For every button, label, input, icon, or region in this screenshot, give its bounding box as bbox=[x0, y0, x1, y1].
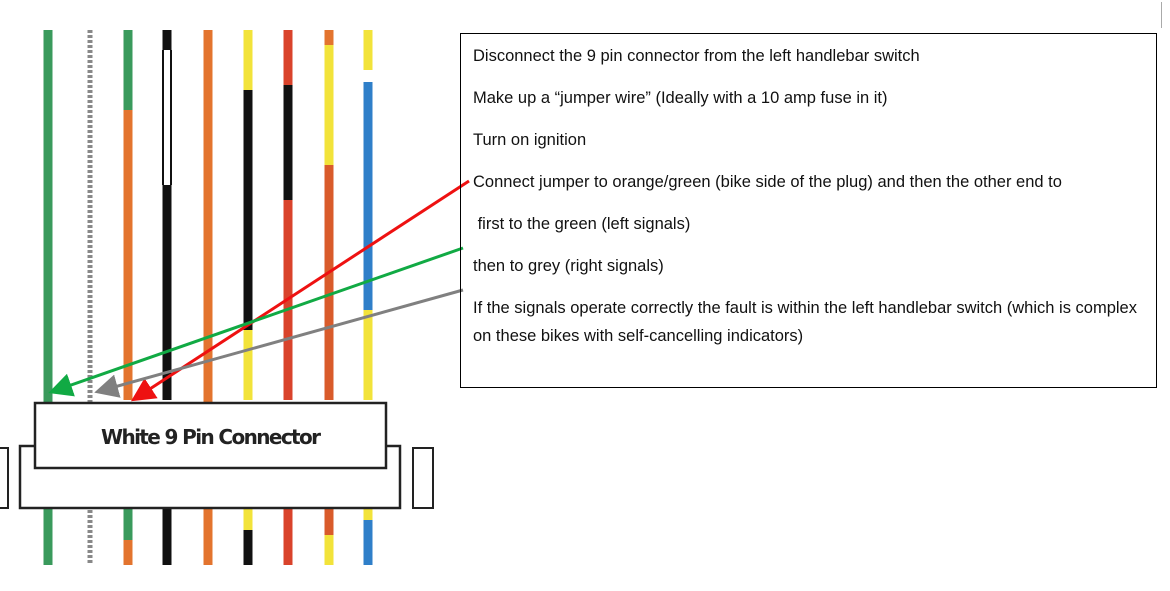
side-box-left bbox=[0, 447, 9, 509]
step-connect: Connect jumper to orange/green (bike sid… bbox=[473, 173, 1062, 191]
step-green: first to the green (left signals) bbox=[473, 215, 691, 233]
connector-label: White 9 Pin Connector bbox=[101, 425, 321, 449]
instructions-textbox: Disconnect the 9 pin connector from the … bbox=[460, 33, 1157, 388]
step-jumper: Make up a “jumper wire” (Ideally with a … bbox=[473, 89, 888, 107]
step-disconnect: Disconnect the 9 pin connector from the … bbox=[473, 47, 920, 65]
grey-arrow bbox=[94, 288, 464, 398]
step-ignition: Turn on ignition bbox=[473, 131, 587, 149]
red-arrow bbox=[130, 179, 470, 402]
page-corner-mark bbox=[1161, 2, 1162, 28]
step-result: If the signals operate correctly the fau… bbox=[473, 299, 1137, 345]
wires bbox=[43, 30, 373, 565]
connector-body bbox=[33, 401, 388, 470]
step-grey: then to grey (right signals) bbox=[473, 257, 664, 275]
side-box-right bbox=[412, 447, 434, 509]
green-arrow bbox=[48, 246, 464, 397]
